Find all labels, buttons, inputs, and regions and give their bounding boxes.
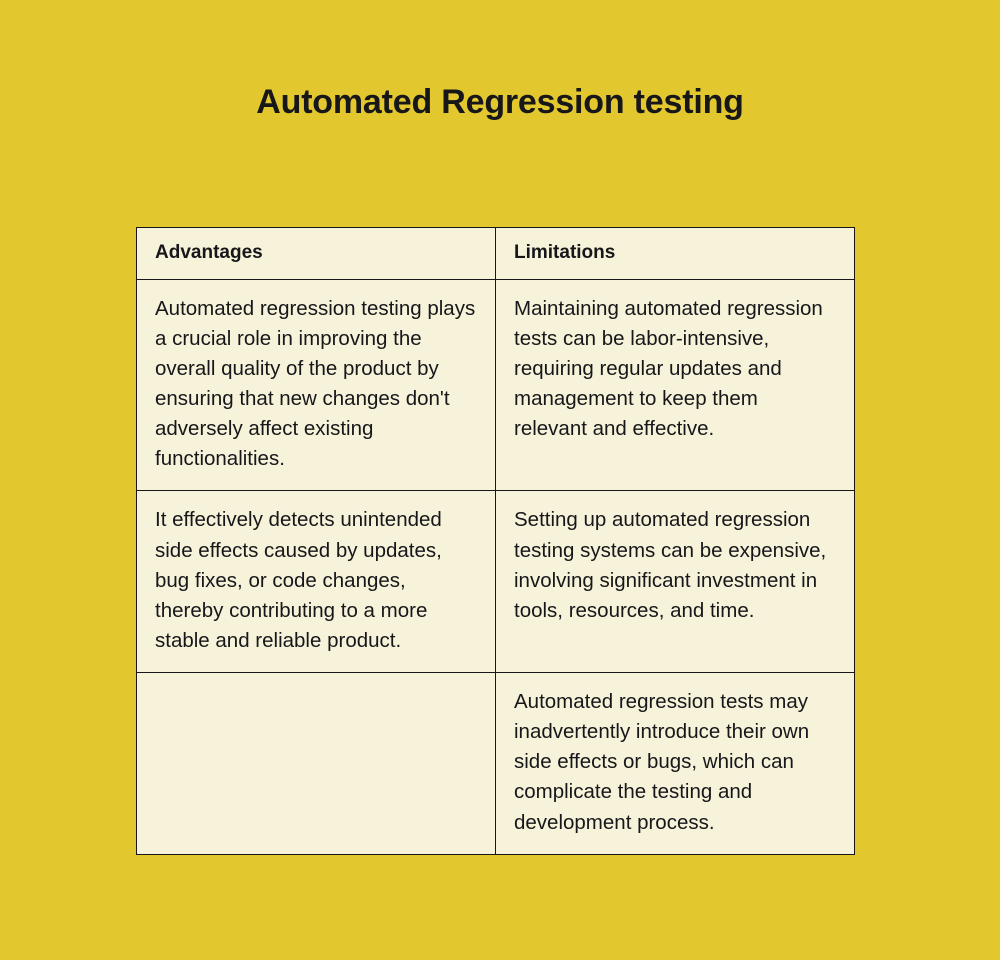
column-header-advantages: Advantages (136, 227, 496, 280)
cell-limitations-3: Automated regression tests may inadverte… (495, 672, 855, 855)
table-row: It effectively detects unintended side e… (136, 490, 855, 674)
page-title: Automated Regression testing (256, 83, 744, 121)
table-header: Advantages Limitations (136, 227, 855, 280)
table-body: Automated regression testing plays a cru… (136, 278, 855, 855)
cell-advantages-1: Automated regression testing plays a cru… (136, 278, 496, 492)
cell-advantages-3 (136, 672, 496, 855)
cell-limitations-2: Setting up automated regression testing … (495, 490, 855, 674)
advantages-limitations-table: Advantages Limitations Automated regress… (136, 227, 855, 855)
column-header-limitations: Limitations (495, 227, 855, 280)
table-row: Automated regression tests may inadverte… (136, 672, 855, 855)
table-header-row: Advantages Limitations (136, 227, 855, 280)
table-row: Automated regression testing plays a cru… (136, 278, 855, 492)
cell-advantages-2: It effectively detects unintended side e… (136, 490, 496, 674)
cell-limitations-1: Maintaining automated regression tests c… (495, 278, 855, 492)
